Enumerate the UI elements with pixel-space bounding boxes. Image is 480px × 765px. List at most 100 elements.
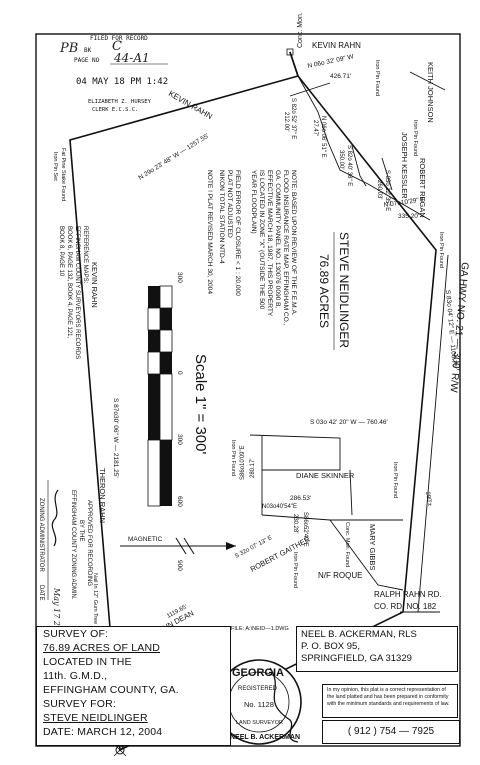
nail-gum-tree-label: Nail In 12" Gum Tree: [92, 573, 98, 624]
reference-maps: REFERENCE MAPS: EFFINGHAM COUNTY SURVEYO…: [58, 226, 88, 359]
zoning-admin-label: ZONING ADMINISTRATOR: [38, 498, 44, 572]
north-arrow: MAGNETIC: [120, 536, 236, 555]
svg-text:APPROVED FOR RECORDING: APPROVED FOR RECORDING: [86, 500, 92, 586]
svg-text:YEAR FLOODPLAIN): YEAR FLOODPLAIN): [250, 170, 257, 234]
bearing-1: N 06o 32' 09" W: [307, 53, 355, 70]
iron-pin-found-3: Iron Pin Found: [438, 232, 444, 268]
bearing-10: S86o10'09"E: [240, 445, 246, 480]
bearing-5: S 82o 40' 38" E: [346, 145, 352, 186]
bearing-13-dist: 230.28': [292, 514, 298, 534]
ralph-rahn-rd-label: RALPH RAHN RD.: [374, 590, 442, 599]
survey-line-2: 76.89 ACRES OF LAND: [43, 642, 161, 654]
svg-text:300: 300: [176, 434, 183, 445]
svg-text:PLAT NOT ADJUSTED: PLAT NOT ADJUSTED: [226, 170, 233, 238]
seal-state: GEORGIA: [232, 667, 284, 679]
scale-bar: 300 0 300 600 900 Scale 1" = 300': [147, 272, 209, 571]
recording-timestamp: 04 MAY 18 PM 1:42: [76, 77, 168, 87]
survey-line-5: EFFINGHAM COUNTY, GA.: [43, 684, 179, 696]
approval-date: May 17 2004: [52, 587, 61, 641]
iron-pin-found-2: Iron Pin Found: [412, 120, 418, 156]
bearing-6: S 83o 12' 35" E: [384, 170, 390, 211]
bearing-5-dist: 350.00': [338, 150, 344, 170]
bearing-15: S 87o30' 06" W — 2181.25': [112, 398, 119, 478]
svg-text:FIELD ERROR OF CLOSURE < 1 : 2: FIELD ERROR OF CLOSURE < 1 : 20,000: [234, 170, 241, 296]
survey-line-8: DATE: MARCH 12, 2004: [43, 726, 163, 738]
administrator-signature: [51, 489, 59, 547]
acres-title: 76.89 ACRES: [317, 254, 331, 328]
approval-block: APPROVED FOR RECORDING BY THE EFFINGHAM …: [38, 480, 92, 641]
owner-title: STEVE NEIDLINGER: [337, 232, 351, 348]
iron-pin-found-4: Iron Pin Found: [230, 440, 236, 476]
surveyor-address-block: NEEL B. ACKERMAN, RLS P. O. BOX 95, SPRI…: [296, 626, 458, 672]
surveyor-seal: GEORGIA REGISTERED No. 1128 LAND SURVEYO…: [216, 659, 302, 745]
co-rd-label: CO. RD. NO. 182: [374, 602, 437, 611]
svg-text:MAGNETIC: MAGNETIC: [128, 536, 163, 543]
survey-line-1: SURVEY OF:: [43, 628, 109, 640]
bearing-7-dist: 335.20': [398, 213, 419, 220]
seal-registered: REGISTERED: [238, 686, 278, 692]
flood-note: NOTE: BASED UPON REVIEW OF THE F.E.M.A. …: [250, 170, 297, 326]
adjoining-lines: [249, 71, 449, 613]
page-prefix: PAGE NO: [74, 57, 100, 64]
conc-mon-found-label: Conc. Mon. Found: [344, 522, 350, 567]
diane-skinner-label: DIANE SKINNER: [296, 471, 355, 480]
kevin-rahn-left-label: KEVIN RAHN: [167, 89, 214, 121]
svg-text:0: 0: [176, 371, 183, 375]
bearing-9: S 03o 42' 20" W — 760.46': [310, 419, 388, 426]
page-border: [35, 33, 461, 747]
seal-name: NEEL B. ACKERMAN: [230, 734, 300, 741]
kevin-rahn-top-label: KEVIN RAHN: [312, 41, 361, 50]
page-value: 44-A1: [113, 51, 150, 65]
surveyor-po: P. O. BOX 95,: [301, 641, 360, 652]
revised-note: NOTE ! PLAT REVISED MARCH 30, 2004: [206, 170, 213, 294]
recording-stamp: FILED FOR RECORD PB C BK PAGE NO 44-A1 0…: [59, 35, 168, 113]
svg-text:300: 300: [176, 272, 183, 283]
surveyor-name: NEEL B. ACKERMAN, RLS: [301, 629, 417, 640]
svg-text:600: 600: [176, 496, 183, 507]
svg-text:BOOK 6, PAGE 132, BOOK 4, PAGE: BOOK 6, PAGE 132, BOOK 4, PAGE 121,: [66, 226, 72, 338]
bearing-2: N 29o 23' 48" W — 1257.55': [137, 132, 210, 181]
svg-text:EFFECTIVE MARCH 18, 1987, THIS: EFFECTIVE MARCH 18, 1987, THIS PROPERTY: [266, 170, 273, 317]
svg-text:FLOOD INSURANCE RATE MAP, EFFI: FLOOD INSURANCE RATE MAP, EFFINGHAM CO.,: [282, 170, 289, 326]
joseph-kessler-label: JOSEPH KESSLER: [400, 132, 409, 199]
surveyor-signature: [269, 667, 299, 743]
surveyor-opinion: In my opinion, this plat is a correct re…: [322, 684, 458, 718]
pb-value: C: [112, 39, 122, 54]
survey-line-3: LOCATED IN THE: [43, 656, 132, 668]
survey-line-7: STEVE NEIDLINGER: [43, 712, 148, 724]
clerk-name: ELIZABETH Z. HURSEY: [88, 99, 152, 105]
svg-text:GA. COMMUNITY PANEL NO. 130076: GA. COMMUNITY PANEL NO. 130076 0090 B,: [274, 170, 281, 309]
robert-regan-label: ROBERT REGAN: [418, 158, 427, 218]
pb-prefix: PB: [59, 41, 78, 56]
bearing-13: S86o52'40"E: [302, 512, 308, 547]
conc-mon-marker: [286, 48, 294, 56]
iron-pin-set-label: Iron Pin Set: [52, 152, 58, 181]
iron-pin-found-1: Iron Pin Found: [374, 60, 380, 96]
svg-text:IS LOCATED IN ZONE "X" (OUTSID: IS LOCATED IN ZONE "X" (OUTSIDE THE 500: [258, 170, 265, 310]
bearing-11: 286.53': [290, 495, 311, 502]
bearing-12: N03o40'54"E: [262, 504, 297, 510]
mary-gibbs-label: MARY GIBBS: [368, 524, 377, 570]
bk-prefix: BK: [84, 47, 92, 54]
seal-land-surveyor: LAND SURVEYOR: [236, 720, 283, 726]
file-reference: FILE: A:\NEID—1.DWG: [231, 626, 289, 632]
bearing-1-dist: 426.71': [330, 73, 351, 80]
clerk-title: CLERK E.C.S.C.: [92, 107, 138, 113]
iron-pin-found-6: Iron Pin Found: [292, 552, 298, 588]
surveyor-phone: ( 912 ) 754 — 7925: [322, 720, 460, 744]
approval-date-label: DATE: [38, 585, 44, 601]
nf-roque-label: N/F ROQUE: [318, 571, 362, 580]
conc-mon-top-label: Conc. Mon.: [297, 12, 304, 48]
theron-rahn-label: THERON RAHN: [98, 468, 107, 523]
kevin-rahn-lower-label: KEVIN RAHN: [90, 262, 99, 308]
svg-text:BY THE: BY THE: [78, 520, 84, 541]
iron-pin-found-5: Iron Pin Found: [392, 462, 398, 498]
svg-text:NIKON TOTAL STATION NTD-4: NIKON TOTAL STATION NTD-4: [218, 170, 225, 264]
scale-label: Scale 1" = 300': [192, 354, 209, 454]
survey-line-6: SURVEY FOR:: [43, 698, 116, 710]
fat-pine-label: Fat Pine Stake Found: [60, 148, 66, 201]
svg-text:EFFINGHAM COUNTY ZONING ADMIN.: EFFINGHAM COUNTY ZONING ADMIN.: [70, 490, 76, 600]
corner-monument: [115, 745, 125, 755]
bearing-6-dist: 260.03': [376, 180, 382, 200]
surveyor-city: SPRINGFIELD, GA 31329: [301, 653, 412, 664]
